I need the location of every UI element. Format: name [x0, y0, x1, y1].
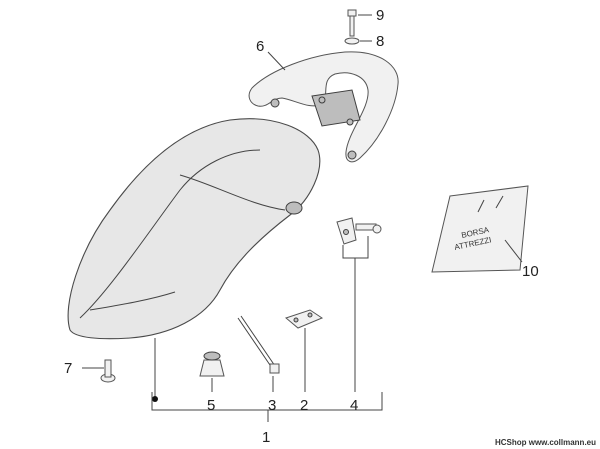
callout-6: 6 — [256, 38, 264, 55]
cable-tie — [237, 315, 280, 374]
seat — [67, 118, 321, 340]
latch-plate — [284, 309, 324, 329]
callout-10: 10 — [522, 263, 539, 280]
bolt — [347, 9, 357, 37]
washer — [344, 37, 360, 45]
rubber-buffer — [199, 351, 225, 377]
hinge-bracket — [336, 217, 382, 245]
callout-5: 5 — [207, 397, 215, 414]
callout-3: 3 — [268, 397, 276, 414]
watermark: HCShop www.collmann.eu — [495, 438, 596, 447]
grab-handle — [248, 51, 399, 163]
callout-7: 7 — [64, 360, 72, 377]
callout-1: 1 — [262, 429, 270, 446]
screw — [100, 359, 116, 383]
assembly-bracket — [151, 392, 383, 411]
callout-2: 2 — [300, 397, 308, 414]
tool-bag: BORSA ATTREZZI — [431, 185, 529, 273]
callout-9: 9 — [376, 7, 384, 24]
callout-4: 4 — [350, 397, 358, 414]
callout-8: 8 — [376, 33, 384, 50]
assembly-dot — [152, 396, 158, 402]
